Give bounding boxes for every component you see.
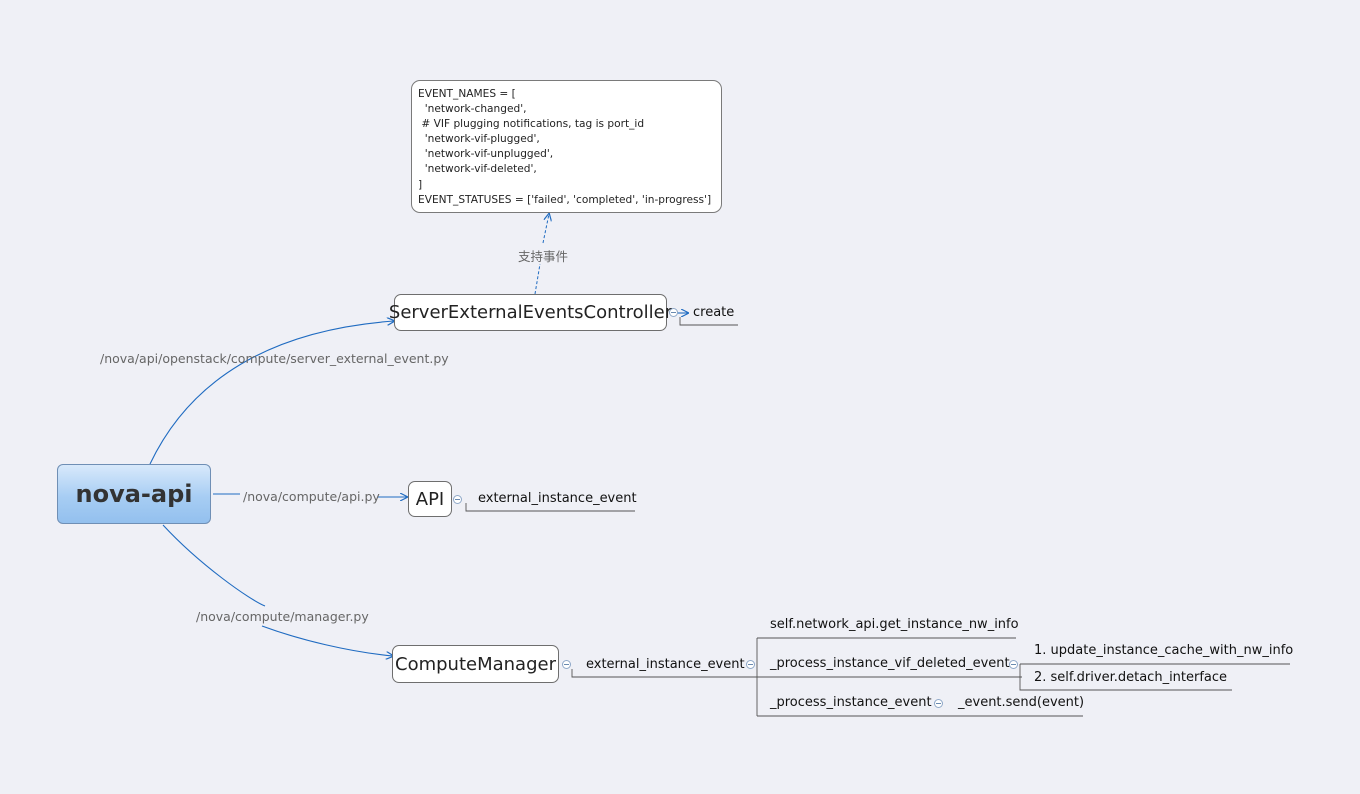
root-label: nova-api <box>75 480 193 508</box>
collapse-external-instance-event-icon[interactable] <box>746 660 755 669</box>
code-line: EVENT_STATUSES = ['failed', 'completed',… <box>418 193 712 206</box>
event-names-code-node[interactable]: EVENT_NAMES = [ 'network-changed', # VIF… <box>411 80 722 213</box>
code-line: # VIF plugging notifications, tag is por… <box>418 118 645 131</box>
api-external-instance-event-node[interactable]: external_instance_event <box>478 491 637 506</box>
api-node[interactable]: API <box>408 481 452 517</box>
path-label-server-external: /nova/api/openstack/compute/server_exter… <box>100 351 449 366</box>
compute-manager-node[interactable]: ComputeManager <box>392 645 559 683</box>
collapse-vif-deleted-icon[interactable] <box>1009 660 1018 669</box>
root-node-nova-api[interactable]: nova-api <box>57 464 211 524</box>
process-instance-event-node[interactable]: _process_instance_event <box>770 695 932 710</box>
code-line: 'network-changed', <box>418 103 527 116</box>
compute-manager-node-label: ComputeManager <box>395 653 556 675</box>
collapse-server-external-icon[interactable] <box>669 308 678 317</box>
link-support-events-top <box>542 214 549 244</box>
step-update-instance-cache-node[interactable]: 1. update_instance_cache_with_nw_info <box>1034 643 1294 658</box>
get-instance-nw-info-node[interactable]: self.network_api.get_instance_nw_info <box>770 617 1019 632</box>
collapse-manager-icon[interactable] <box>562 660 571 669</box>
create-node[interactable]: create <box>693 305 735 320</box>
collapse-process-event-icon[interactable] <box>934 699 943 708</box>
code-line: ] <box>418 178 423 191</box>
process-vif-deleted-event-node[interactable]: _process_instance_vif_deleted_event <box>770 656 1010 671</box>
server-external-node-label: ServerExternalEventsController <box>388 302 673 323</box>
api-node-label: API <box>415 488 445 510</box>
support-events-label: 支持事件 <box>518 249 569 264</box>
path-label-manager: /nova/compute/manager.py <box>196 609 369 624</box>
link-manager-arrow <box>261 625 393 656</box>
server-external-events-controller-node[interactable]: ServerExternalEventsController <box>389 294 672 331</box>
link-support-events <box>534 263 541 295</box>
step-detach-interface-node[interactable]: 2. self.driver.detach_interface <box>1034 670 1228 685</box>
link-root-server-external <box>149 321 394 465</box>
event-send-node[interactable]: _event.send(event) <box>958 695 1085 710</box>
collapse-api-icon[interactable] <box>453 495 462 504</box>
code-line: EVENT_NAMES = [ <box>418 88 516 100</box>
code-line: 'network-vif-unplugged', <box>418 148 554 161</box>
code-line: 'network-vif-plugged', <box>418 133 540 146</box>
code-line: 'network-vif-deleted', <box>418 163 537 176</box>
path-label-api: /nova/compute/api.py <box>243 489 380 504</box>
link-root-manager <box>162 524 266 607</box>
manager-external-instance-event-node[interactable]: external_instance_event <box>586 657 745 672</box>
